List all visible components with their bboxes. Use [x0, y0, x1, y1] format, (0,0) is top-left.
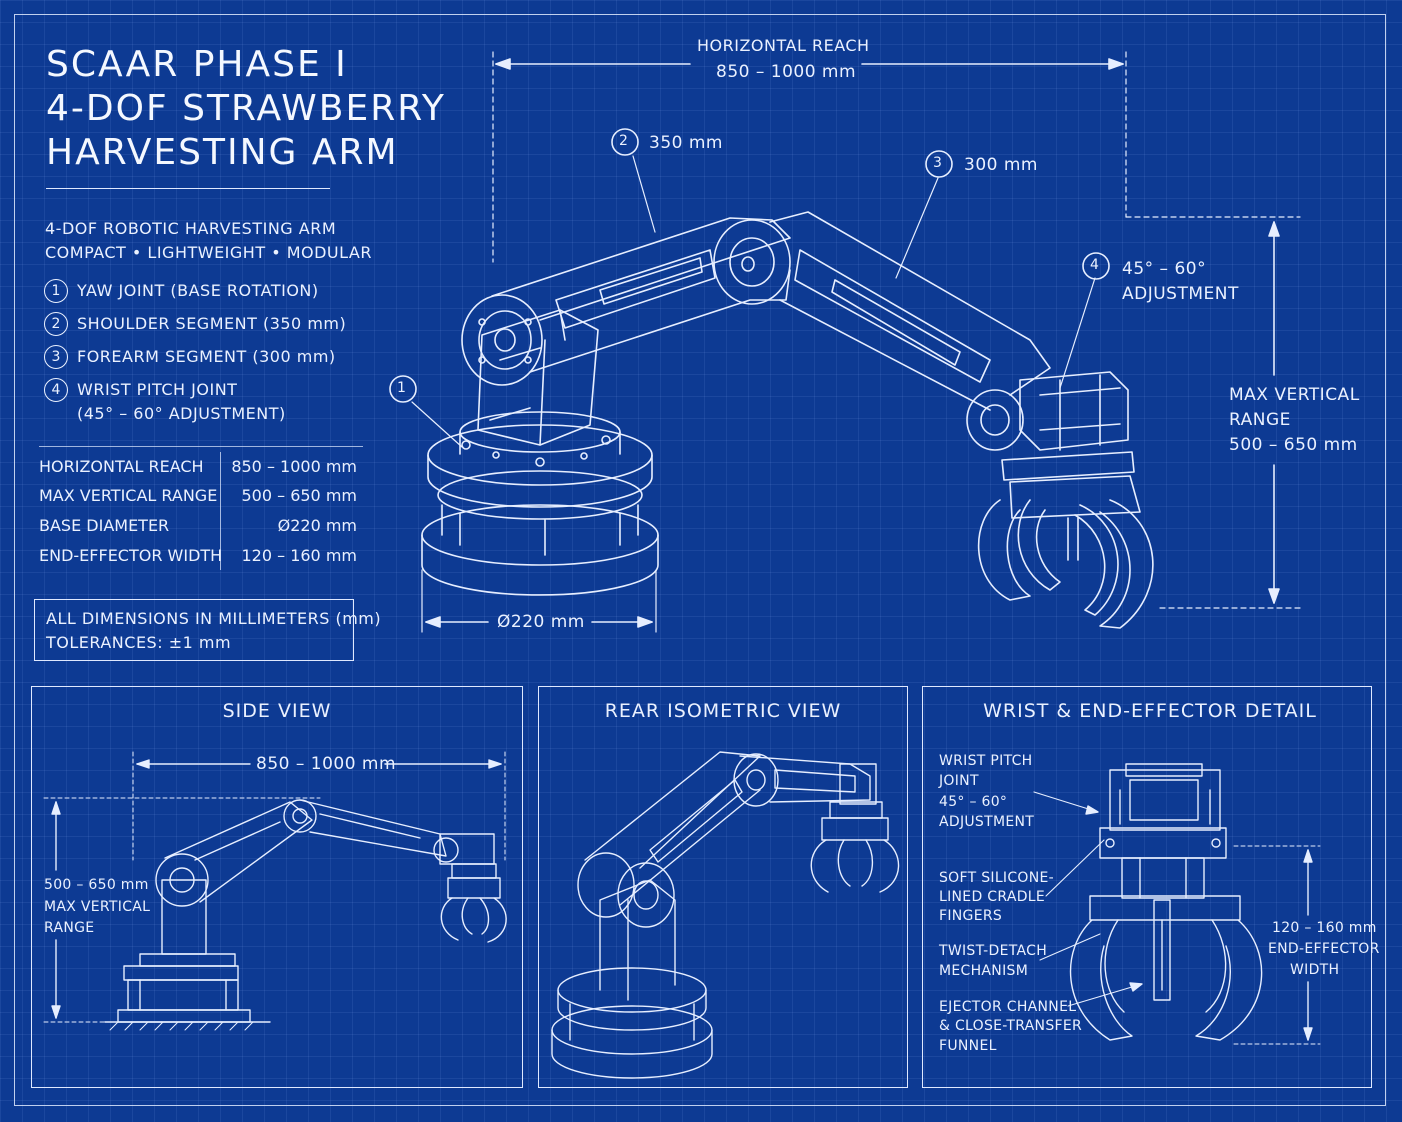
spec-table-rule	[39, 446, 363, 447]
vertical-label-2: RANGE	[1229, 410, 1291, 430]
spec-table-divider	[220, 452, 221, 570]
legend-text-4b: (45° – 60° ADJUSTMENT)	[77, 404, 286, 423]
title-line-3: HARVESTING ARM	[46, 132, 399, 173]
detail-wrist-1: WRIST PITCH	[939, 753, 1033, 769]
side-vertical-1: 500 – 650 mm	[44, 877, 149, 893]
detail-width-1: 120 – 160 mm	[1272, 920, 1377, 936]
base-assembly	[422, 412, 658, 595]
spec-key: HORIZONTAL REACH	[39, 457, 204, 476]
note-line-2: TOLERANCES: ±1 mm	[46, 633, 232, 652]
notes-box	[34, 599, 354, 661]
reach-value: 850 – 1000 mm	[716, 62, 857, 82]
detail-twist-2: MECHANISM	[939, 963, 1029, 979]
spec-value: 120 – 160 mm	[241, 546, 357, 565]
subtitle-line-2: COMPACT • LIGHTWEIGHT • MODULAR	[45, 243, 372, 262]
detail-title: WRIST & END-EFFECTOR DETAIL	[983, 700, 1317, 722]
callout-circle-1	[390, 376, 416, 402]
detail-wrist-4: ADJUSTMENT	[939, 814, 1035, 830]
callout-1-num: 1	[397, 380, 407, 396]
detail-ejector-3: FUNNEL	[939, 1038, 997, 1054]
detail-fingers-1: SOFT SILICONE-	[939, 870, 1055, 886]
legend-text-2: SHOULDER SEGMENT (350 mm)	[77, 314, 347, 333]
title-line-1: SCAAR PHASE I	[46, 44, 348, 85]
elbow-joint	[714, 220, 790, 304]
spec-value: Ø220 mm	[277, 516, 357, 535]
legend-text-3: FOREARM SEGMENT (300 mm)	[77, 347, 336, 366]
spec-key: MAX VERTICAL RANGE	[39, 486, 218, 505]
callout-2-num: 2	[619, 133, 629, 149]
callout-3-num: 3	[933, 155, 943, 171]
forearm-segment	[770, 212, 1050, 410]
detail-fingers-2: LINED CRADLE	[939, 889, 1046, 905]
legend-text-1: YAW JOINT (BASE ROTATION)	[77, 281, 319, 300]
legend-num-2: 2	[44, 312, 68, 336]
callout-circle-3	[926, 151, 952, 177]
reach-label: HORIZONTAL REACH	[697, 36, 870, 55]
detail-panel	[922, 686, 1372, 1088]
detail-width-2: END-EFFECTOR	[1268, 941, 1380, 957]
spec-key: END-EFFECTOR WIDTH	[39, 546, 223, 565]
spec-row: END-EFFECTOR WIDTH 120 – 160 mm	[39, 546, 363, 568]
rear-view-panel	[538, 686, 908, 1088]
reach-dimension	[493, 52, 1302, 608]
spec-value: 500 – 650 mm	[241, 486, 357, 505]
detail-fingers-3: FINGERS	[939, 908, 1003, 924]
base-diameter-label: Ø220 mm	[497, 612, 585, 632]
shoulder-joint	[462, 295, 542, 385]
callout-circle-2	[612, 129, 638, 155]
callout-leaders	[412, 156, 1095, 447]
spec-key: BASE DIAMETER	[39, 516, 170, 535]
title-rule	[46, 188, 330, 189]
side-view-panel	[31, 686, 523, 1088]
side-vertical-3: RANGE	[44, 920, 95, 936]
yaw-column	[478, 310, 598, 445]
side-vertical-2: MAX VERTICAL	[44, 899, 151, 915]
note-line-1: ALL DIMENSIONS IN MILLIMETERS (mm)	[46, 609, 382, 628]
title-line-2: 4-DOF STRAWBERRY	[46, 88, 446, 129]
detail-wrist-3: 45° – 60°	[939, 794, 1008, 810]
callout-4-text-1: 45° – 60°	[1122, 259, 1207, 279]
legend-text-4: WRIST PITCH JOINT	[77, 380, 238, 399]
sheet-border	[14, 14, 1386, 1106]
legend-num-3: 3	[44, 345, 68, 369]
callout-2-text: 350 mm	[649, 133, 723, 153]
vertical-label-3: 500 – 650 mm	[1229, 435, 1358, 455]
legend-num-1: 1	[44, 279, 68, 303]
side-view-title: SIDE VIEW	[222, 700, 332, 722]
vertical-label-1: MAX VERTICAL	[1229, 385, 1360, 405]
gripper	[979, 476, 1153, 628]
detail-twist-1: TWIST-DETACH	[939, 943, 1048, 959]
wrist-assembly	[967, 372, 1134, 480]
side-reach-label: 850 – 1000 mm	[256, 754, 397, 774]
spec-value: 850 – 1000 mm	[231, 457, 357, 476]
detail-ejector-2: & CLOSE-TRANSFER	[939, 1018, 1083, 1034]
legend-num-4: 4	[44, 378, 68, 402]
spec-row: MAX VERTICAL RANGE 500 – 650 mm	[39, 486, 363, 508]
detail-wrist-2: JOINT	[939, 773, 979, 789]
callout-4-num: 4	[1090, 257, 1100, 273]
callout-4-text-2: ADJUSTMENT	[1122, 284, 1239, 304]
detail-width-3: WIDTH	[1290, 962, 1340, 978]
callout-circle-4	[1083, 253, 1109, 279]
callout-3-text: 300 mm	[964, 155, 1038, 175]
detail-ejector-1: EJECTOR CHANNEL	[939, 999, 1077, 1015]
spec-row: BASE DIAMETER Ø220 mm	[39, 516, 363, 538]
base-dimension	[422, 570, 656, 632]
subtitle-line-1: 4-DOF ROBOTIC HARVESTING ARM	[45, 219, 337, 238]
rear-view-title: REAR ISOMETRIC VIEW	[604, 700, 842, 722]
spec-row: HORIZONTAL REACH 850 – 1000 mm	[39, 457, 363, 479]
